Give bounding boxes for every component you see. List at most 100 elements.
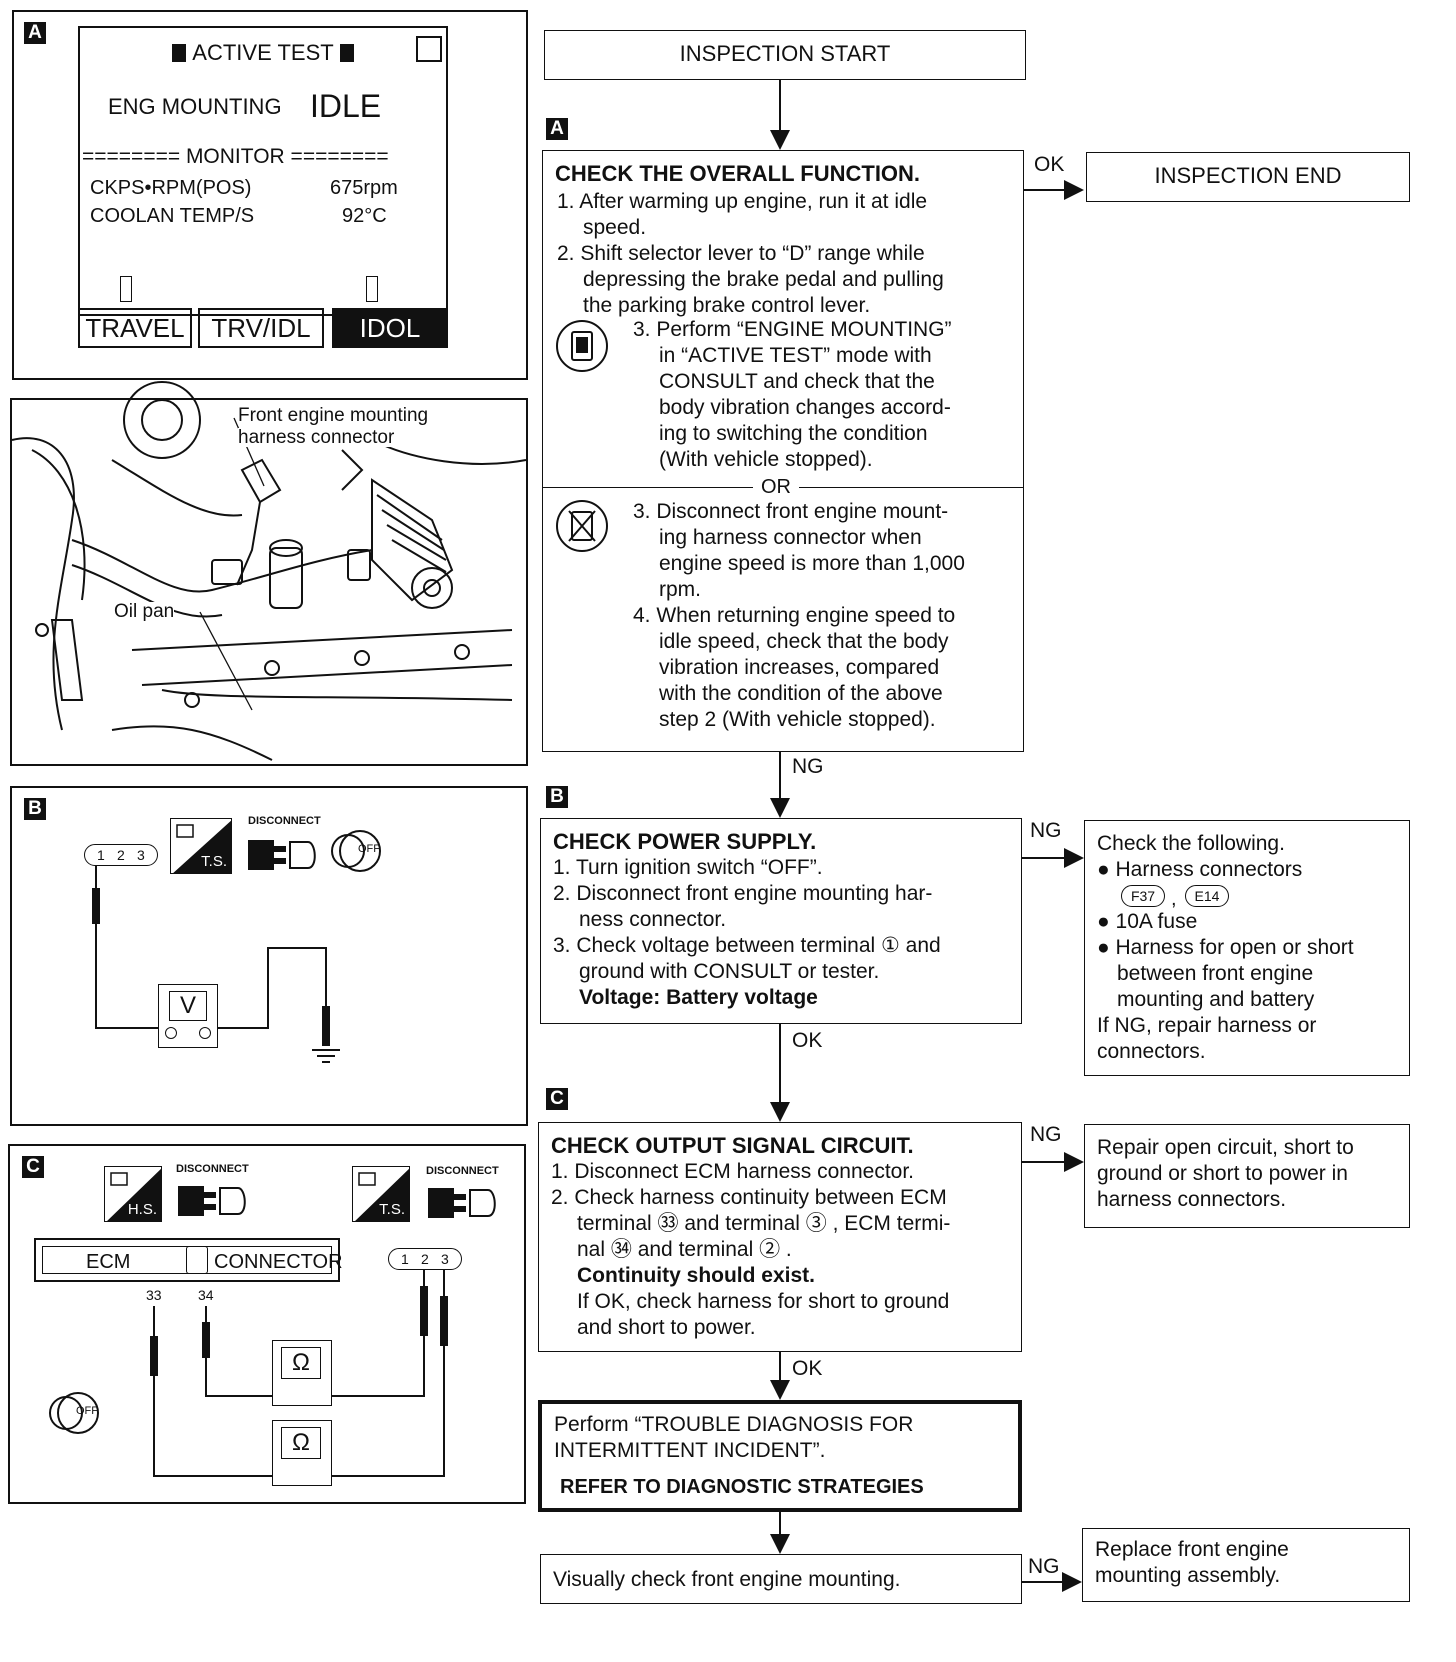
ohmmeter-label: Ω bbox=[292, 1349, 310, 1376]
connector-icon: 1 2 3 bbox=[388, 1248, 462, 1270]
disconnect-label: DISCONNECT bbox=[176, 1163, 249, 1175]
step-c-line: 2. Check harness continuity between ECM bbox=[551, 1186, 947, 1209]
consult-icon bbox=[556, 320, 608, 372]
disconnect-plug-icon bbox=[178, 1186, 246, 1216]
step-a-alt-line: 3. Disconnect front engine mount- bbox=[633, 500, 949, 523]
monitor-row-value: 675rpm bbox=[330, 177, 398, 199]
step-a-alt-line: engine speed is more than 1,000 bbox=[659, 552, 965, 575]
ng-label-a: NG bbox=[792, 755, 824, 778]
connector-pin: 1 bbox=[401, 1251, 409, 1267]
voltmeter-probe-jack bbox=[199, 1027, 211, 1039]
button-idol[interactable]: IDOL bbox=[332, 308, 448, 348]
disconnect-plug-icon bbox=[428, 1188, 496, 1218]
flow-tag-a: A bbox=[546, 118, 568, 140]
flow-tag-b: B bbox=[546, 786, 568, 808]
ts-label: T.S. bbox=[201, 853, 227, 870]
connector-pin: 3 bbox=[137, 847, 145, 863]
step-b-line: 2. Disconnect front engine mounting har- bbox=[553, 882, 933, 905]
step-a-consult-line: body vibration changes accord- bbox=[659, 396, 951, 419]
check-following-box: Check the following. ● Harness connector… bbox=[1084, 820, 1410, 1076]
test-value: IDLE bbox=[310, 88, 382, 124]
check-line: mounting and battery bbox=[1117, 988, 1315, 1011]
check-line: ● Harness for open or short bbox=[1097, 936, 1354, 959]
trouble-line: INTERMITTENT INCIDENT”. bbox=[554, 1439, 826, 1462]
connector-pin: 2 bbox=[421, 1251, 429, 1267]
inspection-start: INSPECTION START bbox=[544, 30, 1026, 80]
step-a-consult-line: in “ACTIVE TEST” mode with bbox=[659, 344, 932, 367]
ignition-off-icon bbox=[331, 830, 381, 872]
panel-a: A ACTIVE TEST ENG MOUNTING IDLE ========… bbox=[12, 10, 528, 380]
connector-pin: 3 bbox=[441, 1251, 449, 1267]
voltage-wiring bbox=[92, 866, 340, 1063]
terminal-side-icon: T.S. bbox=[352, 1166, 410, 1222]
voltmeter-label: V bbox=[179, 992, 196, 1019]
check-line: between front engine bbox=[1117, 962, 1314, 985]
step-b-line: ness connector. bbox=[579, 908, 727, 931]
button-idol-label: IDOL bbox=[359, 313, 421, 343]
step-b-spec: Voltage: Battery voltage bbox=[579, 986, 818, 1009]
connector-badge-e14-label: E14 bbox=[1194, 888, 1220, 904]
step-a-title: CHECK THE OVERALL FUNCTION. bbox=[555, 161, 921, 186]
visual-check-label: Visually check front engine mounting. bbox=[553, 1568, 901, 1591]
ohmmeter-face: Ω bbox=[281, 1427, 321, 1459]
disconnect-plug-icon bbox=[248, 840, 316, 870]
button-trv-idl[interactable]: TRV/IDL bbox=[198, 308, 324, 348]
connector-badge-f37: F37 bbox=[1121, 885, 1165, 907]
engine-drawing bbox=[11, 381, 527, 761]
check-line: Check the following. bbox=[1097, 832, 1285, 855]
step-a-line: speed. bbox=[583, 216, 647, 239]
step-a-alt-line: rpm. bbox=[659, 578, 701, 601]
inspection-end: INSPECTION END bbox=[1086, 152, 1410, 202]
step-a-line: 2. Shift selector lever to “D” range whi… bbox=[557, 242, 925, 265]
replace-box: Replace front engine mounting assembly. bbox=[1082, 1528, 1410, 1602]
replace-line: mounting assembly. bbox=[1095, 1564, 1281, 1587]
ts-label: T.S. bbox=[379, 1201, 405, 1218]
button-travel-label: TRAVEL bbox=[85, 313, 185, 343]
connector-icon: 1 2 3 bbox=[84, 844, 158, 866]
connector-label: CONNECTOR bbox=[214, 1251, 343, 1273]
monitor-line: ======== MONITOR ======== bbox=[82, 145, 389, 168]
no-tools-icon bbox=[556, 500, 608, 552]
repair-line: harness connectors. bbox=[1097, 1188, 1287, 1211]
step-a-line: 1. After warming up engine, run it at id… bbox=[557, 190, 928, 213]
button-travel[interactable]: TRAVEL bbox=[78, 308, 192, 348]
step-c-after: and short to power. bbox=[577, 1316, 756, 1339]
ignition-off-label: OFF bbox=[76, 1405, 98, 1417]
touch-marker-icon bbox=[120, 276, 132, 302]
ok-label-c: OK bbox=[792, 1357, 823, 1380]
hs-label: H.S. bbox=[127, 1201, 157, 1218]
screen-corner-square[interactable] bbox=[416, 36, 442, 62]
connector-pin: 1 bbox=[97, 847, 105, 863]
step-c-line: 1. Disconnect ECM harness connector. bbox=[551, 1160, 915, 1183]
ignition-off-label: OFF bbox=[358, 843, 380, 855]
step-b-box: CHECK POWER SUPPLY. 1. Turn ignition swi… bbox=[540, 818, 1022, 1024]
inspection-end-label: INSPECTION END bbox=[1154, 163, 1342, 188]
step-a-consult-line: 3. Perform “ENGINE MOUNTING” bbox=[633, 318, 952, 341]
consult-screen: ACTIVE TEST ENG MOUNTING IDLE ======== M… bbox=[78, 26, 448, 316]
connector-callout-line1: Front engine mounting bbox=[238, 405, 429, 426]
harness-side-icon: H.S. bbox=[104, 1166, 162, 1222]
step-a-consult-line: (With vehicle stopped). bbox=[659, 448, 873, 471]
button-trv-idl-label: TRV/IDL bbox=[211, 313, 311, 343]
step-a-line: depressing the brake pedal and pulling bbox=[583, 268, 944, 291]
panel-c-tag: C bbox=[22, 1156, 44, 1178]
ok-label-b: OK bbox=[792, 1029, 823, 1052]
terminal-34-label: 34 bbox=[198, 1287, 214, 1303]
ohmmeter: Ω bbox=[272, 1340, 332, 1406]
touch-marker-icon bbox=[366, 276, 378, 302]
replace-line: Replace front engine bbox=[1095, 1538, 1289, 1561]
step-a-alt-line: with the condition of the above bbox=[659, 682, 943, 705]
disconnect-label: DISCONNECT bbox=[248, 815, 321, 827]
ohmmeter: Ω bbox=[272, 1420, 332, 1486]
step-a-line: the parking brake control lever. bbox=[583, 294, 871, 317]
panel-c: C H.S. DISCONNECT T.S. DISCONNECT ECM CO… bbox=[8, 1144, 526, 1504]
step-a-alt-line: idle speed, check that the body bbox=[659, 630, 949, 653]
step-b-line: 3. Check voltage between terminal ① and bbox=[553, 934, 941, 957]
monitor-row-label: CKPS•RPM(POS) bbox=[90, 177, 252, 199]
visual-check-box: Visually check front engine mounting. bbox=[540, 1554, 1022, 1604]
repair-line: Repair open circuit, short to bbox=[1097, 1136, 1354, 1159]
panel-b: B 1 2 3 T.S. DISCONNECT OFF V bbox=[10, 786, 528, 1126]
check-line: ● Harness connectors bbox=[1097, 858, 1303, 881]
title-right-marker-icon bbox=[339, 44, 354, 62]
